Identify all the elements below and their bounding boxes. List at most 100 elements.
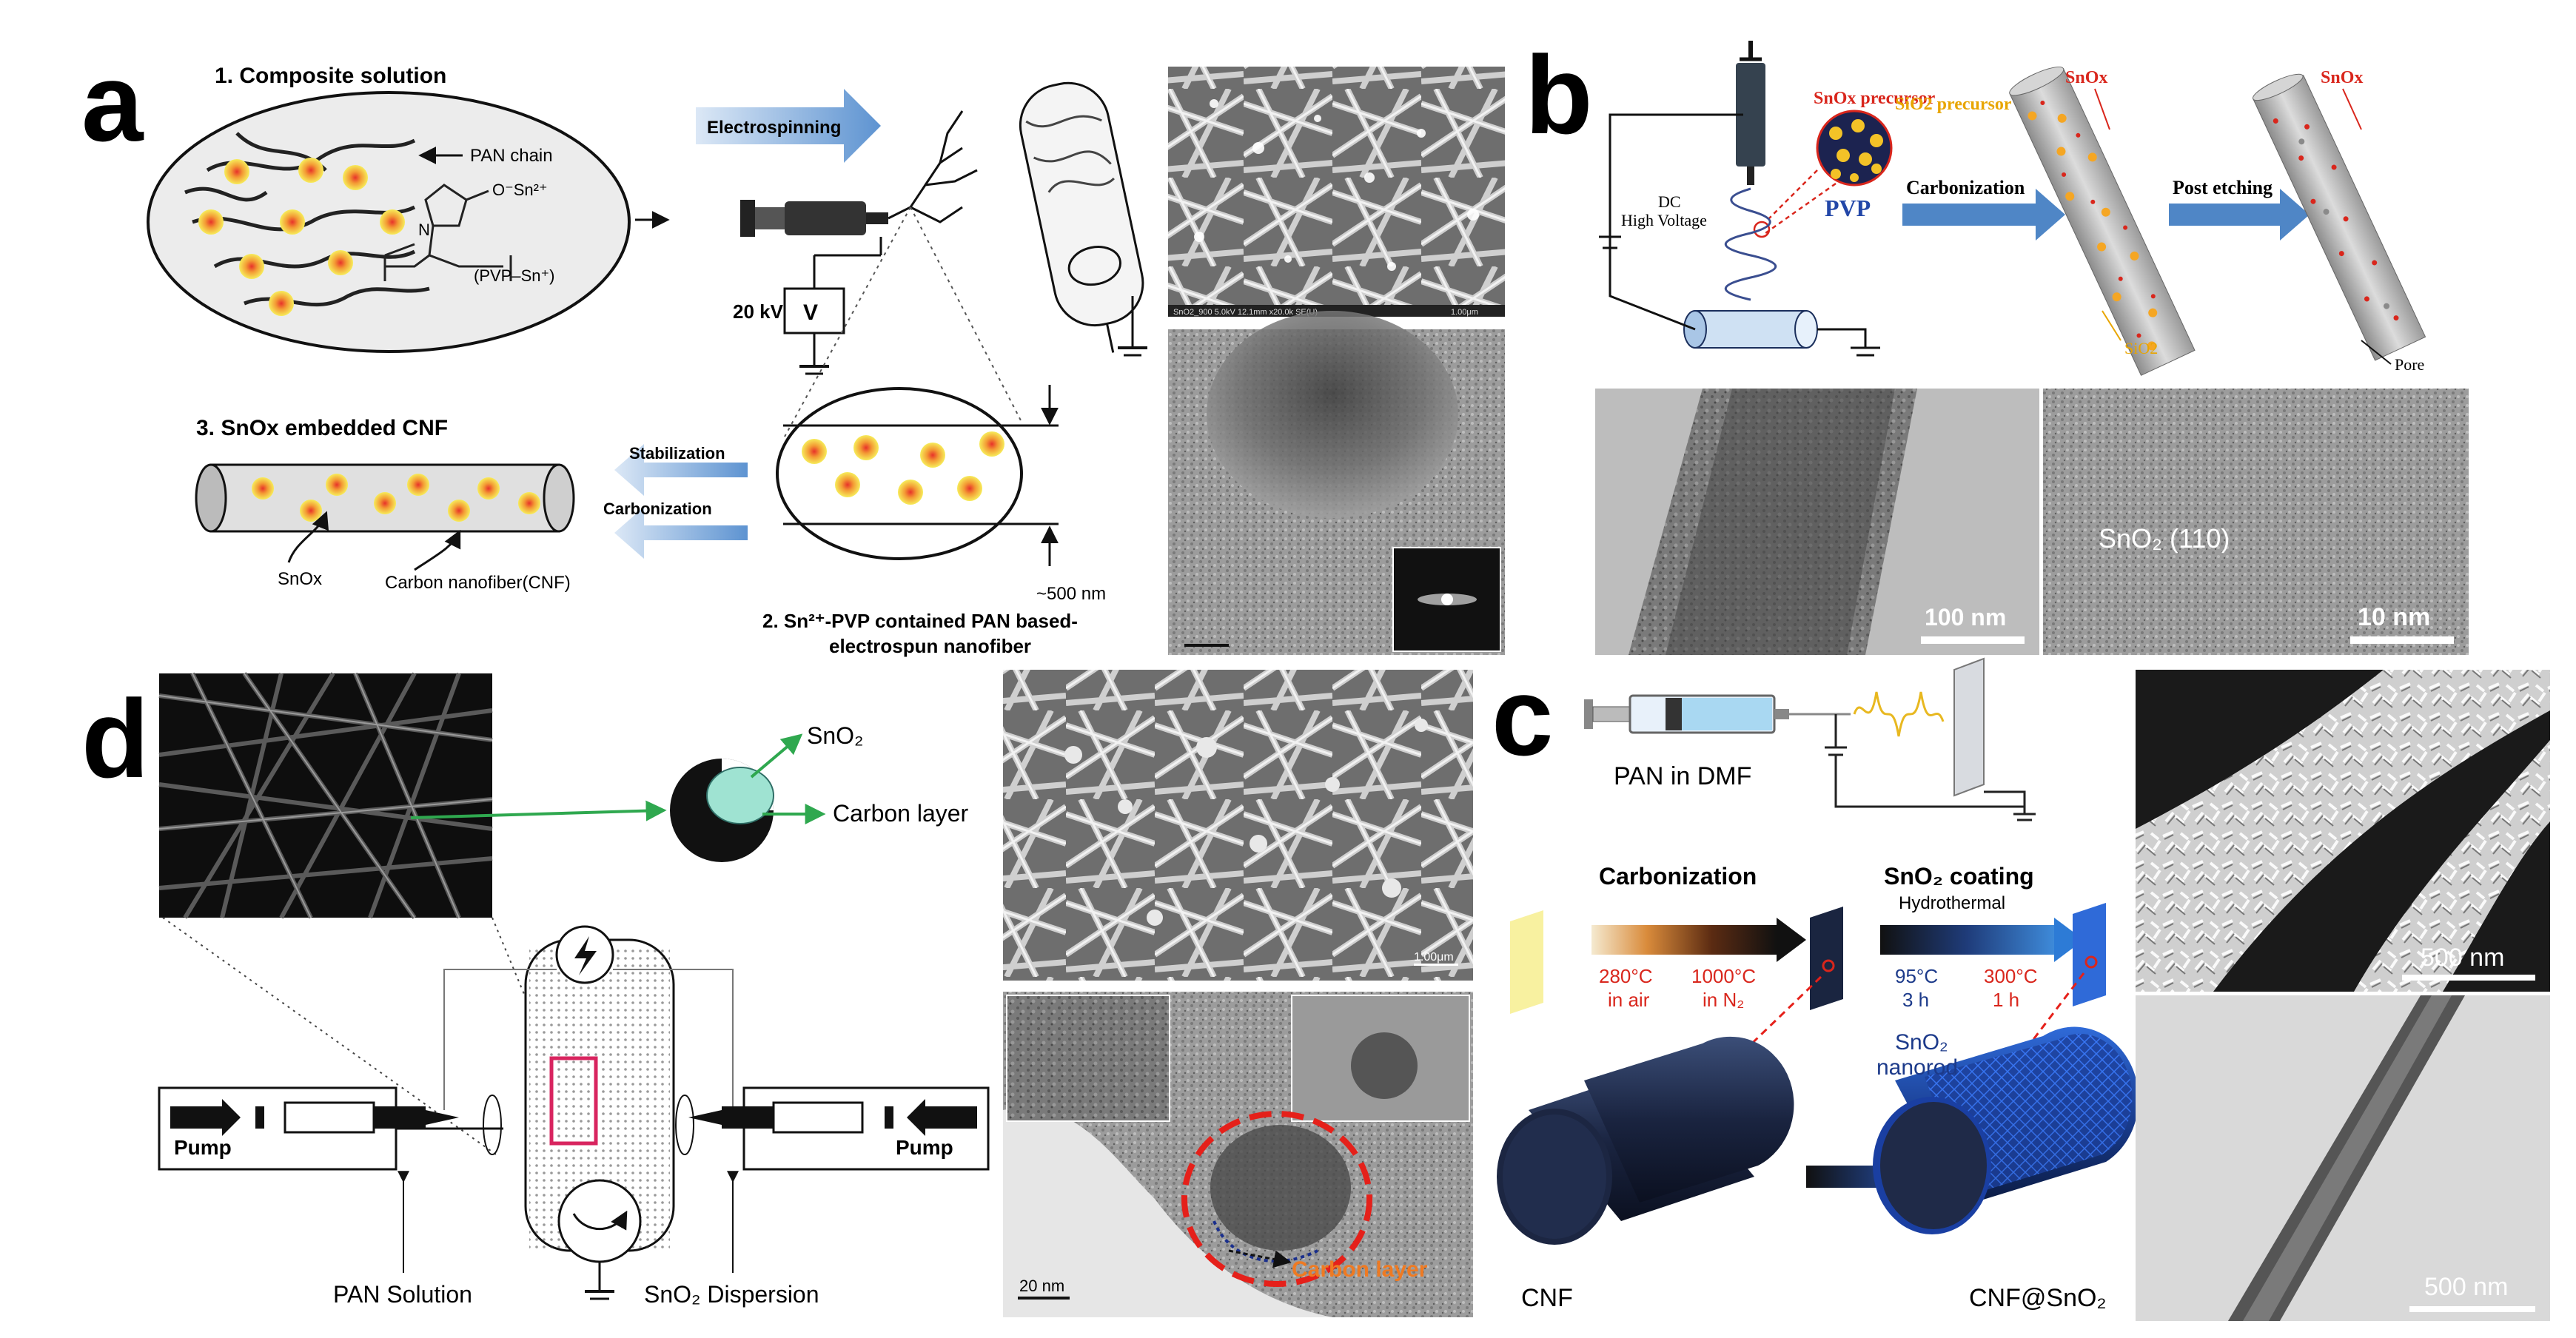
snox-label-a: SnOx — [278, 569, 322, 589]
panel-a: a 1. Composite solution PAN chain — [81, 40, 1505, 657]
carbonization-arrow-b — [1902, 189, 2065, 241]
panel-d: d SnO₂ C — [81, 670, 1473, 1317]
sem-image-c: 500 nm — [2136, 670, 2550, 992]
sem-scale-a: 1.00μm — [1451, 308, 1478, 317]
coating-gradient-bar — [1880, 925, 2054, 955]
scale-c1: 500 nm — [2421, 944, 2504, 972]
precursor-dots — [1829, 119, 1883, 182]
lattice-label: SnO₂ (110) — [2099, 523, 2230, 554]
dc-label: DC — [1658, 192, 1681, 211]
collector-plate-c — [1953, 657, 1985, 797]
mat-coated — [2073, 903, 2106, 1006]
step3-title: 3. SnOx embedded CNF — [196, 416, 448, 440]
fiber-zoom-particles — [802, 431, 1004, 505]
snox-top1: SnOx — [2065, 68, 2107, 87]
sno2-dispersion-label: SnO₂ Dispersion — [644, 1281, 819, 1308]
tem-image-c: 500 nm — [2136, 995, 2550, 1321]
hydrothermal-label: Hydrothermal — [1899, 893, 2005, 913]
pvp-structure — [383, 184, 512, 281]
panel-c: c PAN in DMF Carbonization 280°C — [1492, 654, 2550, 1321]
temp3: 95°C — [1895, 965, 1938, 987]
pan-solution-label: PAN Solution — [333, 1281, 472, 1308]
pan-dmf-label: PAN in DMF — [1614, 762, 1751, 790]
fiber-zoom-ellipse — [776, 387, 1023, 560]
pvp-label: PVP — [1825, 195, 1871, 221]
cnf-label-a: Carbon nanofiber(CNF) — [385, 573, 571, 593]
temp4-cond: 1 h — [1993, 989, 2019, 1011]
electrospinning-arrow — [696, 89, 881, 163]
tem-image-a — [1168, 311, 1505, 655]
panel-a-step1-title: 1. Composite solution — [215, 64, 446, 88]
power-source — [555, 925, 614, 984]
carbonization-label-c: Carbonization — [1599, 863, 1757, 890]
temp3-cond: 3 h — [1902, 989, 1929, 1011]
tem-scale-d: 20 nm — [1019, 1277, 1064, 1295]
fiber-mat-image — [158, 672, 493, 919]
mat-initial — [1510, 910, 1543, 1014]
pump-left: Pump — [158, 1086, 459, 1171]
sn-ion-label: O⁻Sn²⁺ — [492, 181, 548, 199]
jet-coil — [1725, 187, 1777, 301]
high-voltage-label: High Voltage — [1621, 211, 1707, 229]
scale-b2: 10 nm — [2358, 603, 2430, 631]
scale-b1: 100 nm — [1925, 604, 2006, 631]
carbonization-arrow-a — [614, 507, 748, 559]
collector-b — [1683, 310, 1818, 349]
syringe-a — [740, 200, 888, 237]
voltmeter-box — [783, 287, 845, 334]
pore-label: Pore — [2395, 355, 2424, 374]
carbonization-label-b: Carbonization — [1906, 177, 2025, 198]
panel-b-letter: b — [1525, 33, 1593, 157]
sem-caption-a: SnO2_900 5.0kV 12.1mm x20.0k SE(U) — [1173, 308, 1318, 317]
electrospin-chamber — [524, 938, 675, 1300]
cnf-sno2-label: CNF@SnO₂ — [1969, 1284, 2107, 1312]
tem-image-d: Carbon layer 20 nm — [1003, 992, 1473, 1317]
pvp-sn-label: (PVP–Sn⁺) — [474, 266, 554, 285]
circuit-c — [1825, 714, 2036, 821]
carbonization-gradient-bar — [1591, 925, 1777, 955]
step2-line1: 2. Sn²⁺-PVP contained PAN based- — [762, 610, 1078, 632]
voltage-label: 20 kV — [733, 300, 784, 323]
temp2-cond: in N₂ — [1703, 989, 1744, 1011]
mat-carbonized — [1810, 907, 1843, 1010]
temp4: 300°C — [1984, 965, 2038, 987]
sno2-label-c: SnO₂ — [1895, 1030, 1948, 1055]
tem-image-b1: 100 nm — [1595, 389, 2039, 655]
sem-scale-d: 1.00μm — [1414, 951, 1454, 964]
sno2-coating-label: SnO₂ coating — [1884, 863, 2034, 890]
fiber-b1 — [2009, 66, 2196, 376]
sno2-label-d: SnO₂ — [807, 722, 863, 749]
zoom-box — [549, 1056, 598, 1146]
spinning-jet — [888, 110, 978, 223]
carbonization-label-a: Carbonization — [603, 500, 712, 518]
cnf-sno2-cylinder — [1873, 1026, 2139, 1234]
cnf-cylinder — [1497, 1036, 1794, 1245]
sem-image-d: 1.00μm — [1003, 670, 1473, 981]
post-etching-arrow — [2169, 189, 2310, 241]
tem-inset-d2 — [1006, 995, 1170, 1122]
tem-image-b2: SnO₂ (110) 10 nm — [2043, 389, 2469, 655]
syringe-b — [1736, 41, 1765, 185]
fiber-b2 — [2253, 73, 2426, 361]
cnf-tube-a — [195, 463, 575, 533]
post-etching-label: Post etching — [2173, 177, 2273, 198]
carbon-layer-label-d: Carbon layer — [833, 800, 969, 827]
panel-c-letter: c — [1492, 654, 1553, 779]
composite-particles — [198, 158, 405, 316]
core-shell-particle — [670, 759, 774, 862]
panel-b: b SnOx precursor SiO2 precursor PVP — [1525, 33, 2469, 655]
sio2-label-b: SiO2 — [2124, 339, 2158, 357]
pan-chain-label: PAN chain — [470, 146, 553, 166]
pump-right-label: Pump — [896, 1136, 953, 1159]
nanorod-label: nanorod — [1876, 1055, 1958, 1080]
electrospinning-label: Electrospinning — [707, 118, 841, 138]
temp2: 1000°C — [1691, 965, 1756, 987]
scale-c2: 500 nm — [2424, 1273, 2508, 1301]
snox-top2: SnOx — [2321, 68, 2363, 87]
collector-drum-a — [1019, 81, 1144, 353]
pump-right: Pump — [688, 1086, 990, 1171]
pump-left-label: Pump — [174, 1136, 232, 1159]
sem-image-a: SnO2_900 5.0kV 12.1mm x20.0k SE(U) 1.00μ… — [1168, 67, 1505, 317]
n-atom-label: N — [418, 221, 430, 239]
